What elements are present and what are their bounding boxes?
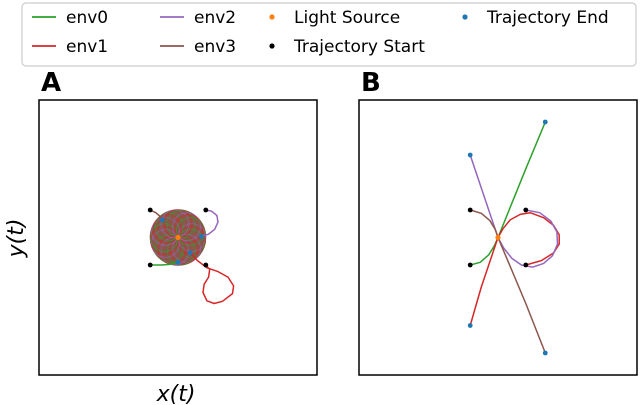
light-source-panel-b [495,234,501,241]
start-point-env0-panel-a [147,262,153,268]
spiral-loop [174,214,204,244]
start-point-env2-panel-a [203,207,209,213]
legend-label-env2: env2 [194,8,236,28]
panel-label-a: A [41,68,61,98]
trajectory-env2-panel-b [469,154,559,268]
panel-b-frame [358,99,638,376]
end-point-env1-panel-a [187,250,193,256]
legend-label-env0: env0 [66,8,108,28]
start-point-env0-panel-b [467,262,473,268]
trajectory-env3-panel-b [469,209,547,354]
trajectory-env0-panel-b [469,121,547,266]
legend-marker-trajectory-start [269,43,275,49]
spiral-loop [166,209,196,239]
trajectory-env3-panel-a [149,209,164,221]
x-axis-label: x(t) [156,382,196,405]
spiral-loop [169,210,199,240]
start-point-env1-panel-a [203,262,209,268]
legend-label-light-source: Light Source [294,8,400,28]
light-source-panel-a [175,234,181,241]
start-point-env3-panel-b [467,207,473,213]
spiral-loop [176,217,205,246]
legend-label-env1: env1 [66,37,108,57]
legend-label-trajectory-start: Trajectory Start [293,37,425,57]
legend-label-trajectory-end: Trajectory End [486,8,609,28]
trajectory-env0-panel-a [149,261,179,266]
panel-label-b: B [361,68,381,98]
start-point-env3-panel-a [147,207,153,213]
trajectory-env1-panel-a [189,252,235,305]
end-point-env0-panel-a [175,259,181,265]
end-point-env2-panel-a [198,234,204,239]
panel-b-plot [467,119,560,356]
legend-marker-trajectory-end [462,14,468,20]
spiral-loop [172,212,201,241]
panel-a-frame [38,99,318,376]
start-point-env2-panel-b [523,207,529,213]
trajectory-env2-panel-a [200,209,219,238]
end-point-env0-panel-b [542,119,548,125]
trajectory-env1-panel-b [469,211,560,327]
legend-frame [21,2,637,67]
panel-a-plot [147,207,235,305]
end-point-env3-panel-a [160,217,165,223]
end-point-env2-panel-b [467,152,473,158]
end-point-env3-panel-b [542,350,548,356]
legend-marker-light-source [269,14,275,20]
start-point-env1-panel-b [523,262,529,268]
end-point-env1-panel-b [467,323,473,328]
legend-label-env3: env3 [194,37,236,57]
y-axis-label: y(t) [4,219,29,259]
